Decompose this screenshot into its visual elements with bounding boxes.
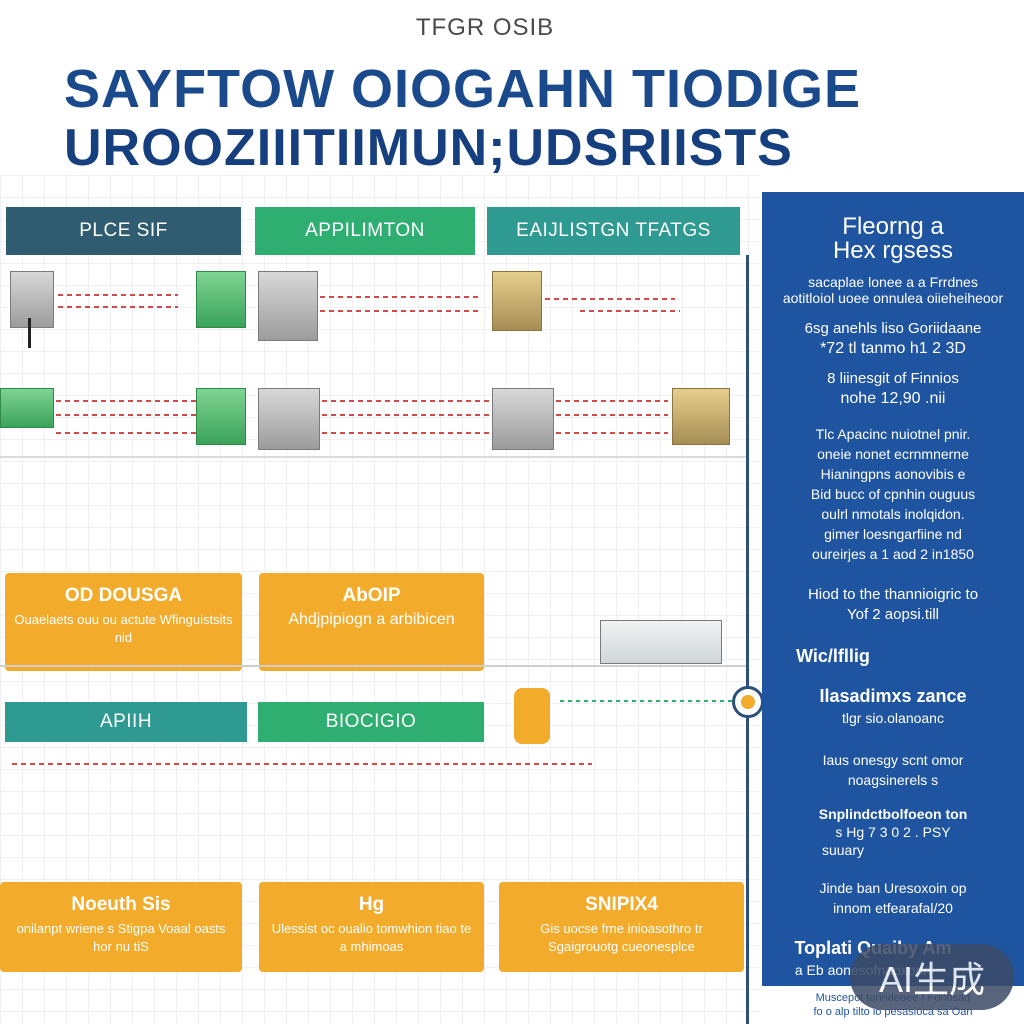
info-card-body: Ouaelaets ouu ou actute Wfinguistsits ni… (14, 612, 233, 645)
server-icon (492, 271, 542, 331)
lane-header-3: EAIJLISTGN TFATGS (487, 207, 740, 255)
sidebar-paragraph: Tlc Apacinc nuiotnel pnir. (815, 426, 971, 442)
sidebar-intro: aotitloiol uoee onnulea oiieheiheoor (782, 290, 1004, 306)
server-icon (672, 388, 730, 445)
info-card: OD DOUSGA Ouaelaets ouu ou actute Wfingu… (5, 573, 242, 671)
lane-header-label: EAIJLISTGN TFATGS (516, 220, 711, 241)
title-line-1: SAYFTOW OIOGAHN TIODIGE (64, 59, 862, 119)
info-card: AbOIP Ahdjpipiogn a arbibicen (259, 573, 484, 671)
info-card-heading: AbOIP (342, 585, 401, 606)
sidebar-paragraph: oureirjes a 1 aod 2 in1850 (812, 546, 974, 562)
connector-line (58, 306, 178, 308)
sidebar-item-heading: Snplindctbolfoeon ton (818, 806, 968, 822)
sidebar-title-line-2: Hex rgsess (832, 237, 954, 264)
sidebar-item-body: s Hg 7 3 0 2 . PSY (835, 824, 951, 840)
row-divider (0, 456, 746, 458)
sidebar-stat-2-value: nohe 12,90 .nii (840, 390, 946, 407)
server-icon (258, 271, 318, 341)
info-card-heading: Hg (358, 894, 385, 915)
sidebar-paragraph: Hianingpns aonovibis e (820, 466, 966, 482)
building-icon (600, 620, 722, 664)
lane-header-label: PLCE SIF (79, 220, 168, 241)
info-card: Hg Ulessist oc oualio tomwhion tiao te a… (259, 882, 484, 972)
pole-icon (28, 318, 31, 348)
lane-header-4: APIIH (5, 702, 247, 742)
server-icon (0, 388, 54, 428)
sidebar-item-body: suuary (821, 842, 865, 858)
title-line-2: UROOZIIITIIMUN;UDSRIISTS (64, 119, 793, 177)
info-card-body: Ulessist oc oualio tomwhion tiao te a mh… (271, 921, 472, 954)
connector-line (322, 414, 492, 416)
sidebar-stat-1-value: *72 tl tanmo h1 2 3D (820, 340, 966, 357)
connector-line (12, 763, 592, 765)
info-card-heading: Noeuth Sis (71, 894, 171, 915)
sidebar-paragraph: oneie nonet ecrnmnerne (817, 446, 969, 462)
timeline-node-icon (732, 686, 764, 718)
connector-line (58, 294, 178, 296)
sidebar-paragraph: gimer loesngarfiine nd (824, 526, 962, 542)
lane-header-label: BIOCIGIO (325, 711, 417, 732)
cylinder-icon (514, 688, 550, 744)
row-divider (0, 665, 746, 667)
sidebar-item-heading: Ilasadimxs zance (819, 686, 967, 706)
info-card: SNIPIX4 Gis uocse frne inioasothro tr Sg… (499, 882, 744, 972)
sidebar-stat-2: 8 liinesgit of Finnios (827, 370, 959, 387)
connector-line (320, 310, 480, 312)
connector-line (322, 400, 492, 402)
connector-line (322, 432, 492, 434)
sidebar-item-body: noagsinerels s (847, 772, 939, 788)
connector-line (556, 400, 668, 402)
supertitle: TFGR OSIB (415, 14, 555, 41)
info-card: Noeuth Sis onilanpt wriene s Stigpa Voaa… (0, 882, 242, 972)
connector-line (560, 700, 740, 702)
sidebar-cta: Yof 2 aopsi.till (846, 606, 939, 623)
server-icon (196, 271, 246, 328)
sidebar-title-line-1: Fleorng a (842, 213, 944, 240)
connector-line (56, 432, 196, 434)
lane-header-label: APPILIMTON (305, 220, 425, 241)
sidebar-item-body: tlgr sio.olanoanc (842, 710, 944, 726)
server-icon (258, 388, 320, 450)
server-icon (196, 388, 246, 445)
sidebar-paragraph: oulrl nmotals inolqidon. (821, 506, 965, 522)
connector-line (56, 414, 196, 416)
lane-header-label: APIIH (99, 711, 153, 732)
lane-header-2: APPILIMTON (255, 207, 475, 255)
server-icon (10, 271, 54, 328)
sidebar-intro: sacaplae lonee a a Frrdnes (808, 274, 978, 290)
lane-header-1: PLCE SIF (6, 207, 241, 255)
connector-line (320, 296, 480, 298)
connector-line (580, 310, 680, 312)
timeline-vertical (746, 255, 749, 1024)
sidebar-item-body: Iaus onesgy scnt omor (822, 752, 964, 768)
connector-line (556, 432, 668, 434)
connector-line (545, 298, 675, 300)
sidebar-stat-1: 6sg anehls liso Goriidaane (804, 320, 982, 337)
sidebar-cta: Hiod to the thannioigric to (807, 586, 979, 603)
info-card-heading: SNIPIX4 (585, 894, 658, 915)
server-icon (492, 388, 554, 450)
info-card-body: onilanpt wriene s Stigpa Voaal oasts hor… (16, 921, 226, 954)
connector-line (556, 414, 668, 416)
ai-generated-badge: AI生成 (850, 944, 1014, 1010)
info-card-body: Ahdjpipiogn a arbibicen (288, 611, 455, 628)
sidebar-panel: Fleorng a Hex rgsess sacaplae lonee a a … (762, 192, 1024, 1024)
lane-header-5: BIOCIGIO (258, 702, 484, 742)
sidebar-paragraph: Bid bucc of cpnhin ouguus (810, 486, 976, 502)
sidebar-section-heading: Wic/lfllig (796, 646, 870, 666)
info-card-body: Gis uocse frne inioasothro tr Sgaigrouot… (540, 921, 703, 954)
info-card-heading: OD DOUSGA (64, 585, 183, 606)
connector-line (56, 400, 196, 402)
sidebar-item-body: innom etfearafal/20 (833, 900, 953, 916)
sidebar-item-body: Jinde ban Uresoxoin op (819, 880, 967, 896)
